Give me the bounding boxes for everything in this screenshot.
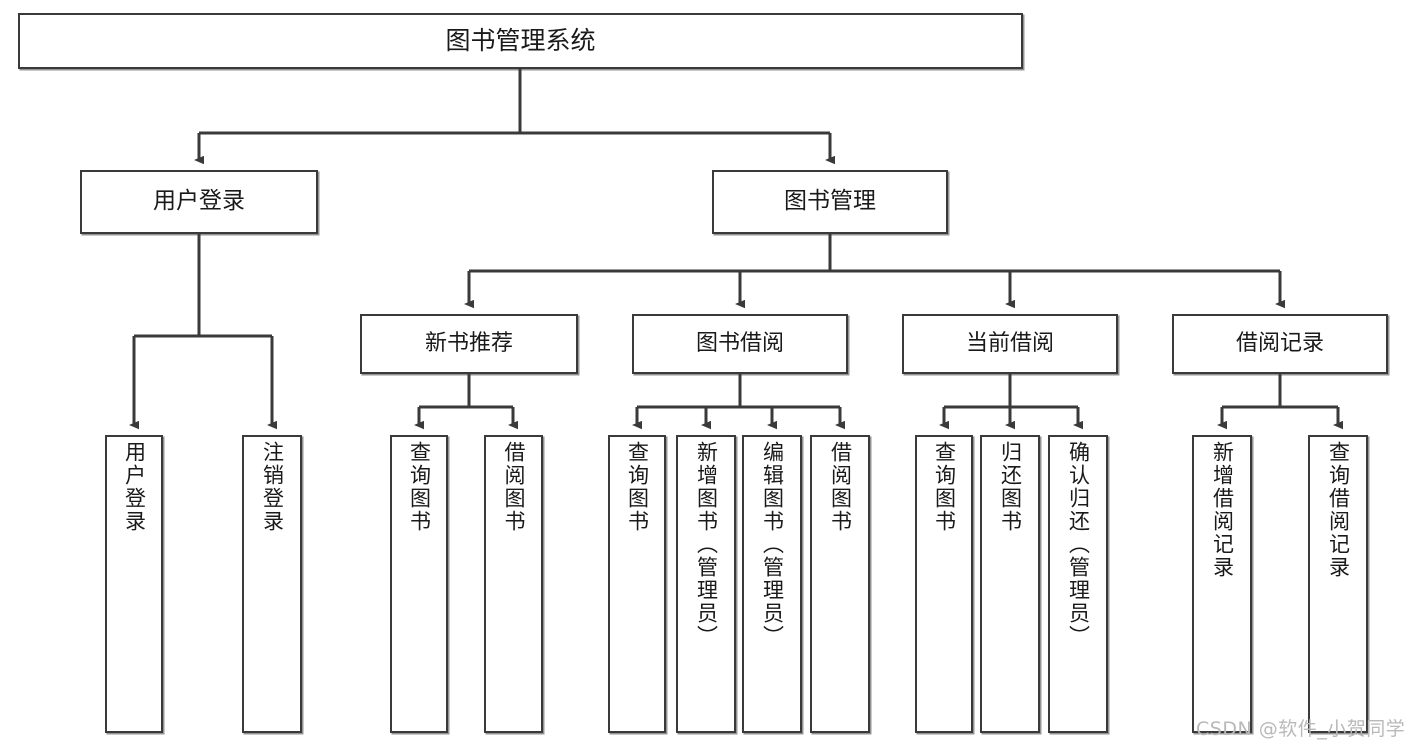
node-borrow-record[interactable]: 借阅记录 bbox=[1172, 314, 1388, 374]
leaf-label: 用户登录 bbox=[122, 441, 147, 533]
node-book-borrow[interactable]: 图书借阅 bbox=[632, 314, 848, 374]
leaf-add-book-admin[interactable]: 新增图书（管理员） bbox=[676, 435, 736, 733]
leaf-label: 查询图书 bbox=[932, 441, 957, 533]
leaf-edit-book-admin[interactable]: 编辑图书（管理员） bbox=[742, 435, 802, 733]
leaf-logout[interactable]: 注销登录 bbox=[242, 435, 302, 733]
leaf-label: 注销登录 bbox=[260, 441, 285, 533]
node-book-management[interactable]: 图书管理 bbox=[712, 170, 948, 234]
node-borrow-record-label: 借阅记录 bbox=[1235, 331, 1324, 357]
leaf-query-borrow-record[interactable]: 查询借阅记录 bbox=[1308, 435, 1368, 733]
leaf-query-book-recommend[interactable]: 查询图书 bbox=[390, 435, 448, 733]
leaf-borrow-book-recommend[interactable]: 借阅图书 bbox=[484, 435, 543, 733]
leaf-query-book-borrow[interactable]: 查询图书 bbox=[608, 435, 666, 733]
leaf-label: 新增借阅记录 bbox=[1210, 441, 1235, 579]
node-root-label: 图书管理系统 bbox=[445, 26, 596, 56]
leaf-label: 查询图书 bbox=[407, 441, 432, 533]
leaf-label: 确认归还（管理员） bbox=[1066, 441, 1091, 648]
node-book-borrow-label: 图书借阅 bbox=[695, 331, 784, 357]
leaf-label: 查询借阅记录 bbox=[1326, 441, 1351, 579]
leaf-query-book-current[interactable]: 查询图书 bbox=[915, 435, 973, 733]
node-book-management-label: 图书管理 bbox=[784, 188, 876, 215]
node-user-login-label: 用户登录 bbox=[153, 188, 245, 215]
leaf-label: 归还图书 bbox=[998, 441, 1023, 533]
node-current-borrow[interactable]: 当前借阅 bbox=[902, 314, 1118, 374]
leaf-label: 借阅图书 bbox=[502, 441, 526, 533]
leaf-label: 新增图书（管理员） bbox=[694, 441, 719, 648]
leaf-label: 借阅图书 bbox=[828, 441, 853, 533]
node-new-book-recommend-label: 新书推荐 bbox=[424, 331, 513, 357]
watermark: CSDN @软件_小贺同学 bbox=[1196, 718, 1405, 740]
leaf-user-login[interactable]: 用户登录 bbox=[105, 435, 163, 733]
leaf-confirm-return-admin[interactable]: 确认归还（管理员） bbox=[1048, 435, 1108, 733]
node-current-borrow-label: 当前借阅 bbox=[965, 331, 1054, 357]
leaf-return-book[interactable]: 归还图书 bbox=[980, 435, 1040, 733]
leaf-borrow-book[interactable]: 借阅图书 bbox=[810, 435, 870, 733]
leaf-add-borrow-record[interactable]: 新增借阅记录 bbox=[1192, 435, 1252, 733]
node-user-login[interactable]: 用户登录 bbox=[80, 170, 318, 234]
leaf-label: 编辑图书（管理员） bbox=[760, 441, 785, 648]
node-root[interactable]: 图书管理系统 bbox=[18, 13, 1023, 69]
node-new-book-recommend[interactable]: 新书推荐 bbox=[360, 314, 578, 374]
leaf-label: 查询图书 bbox=[625, 441, 650, 533]
